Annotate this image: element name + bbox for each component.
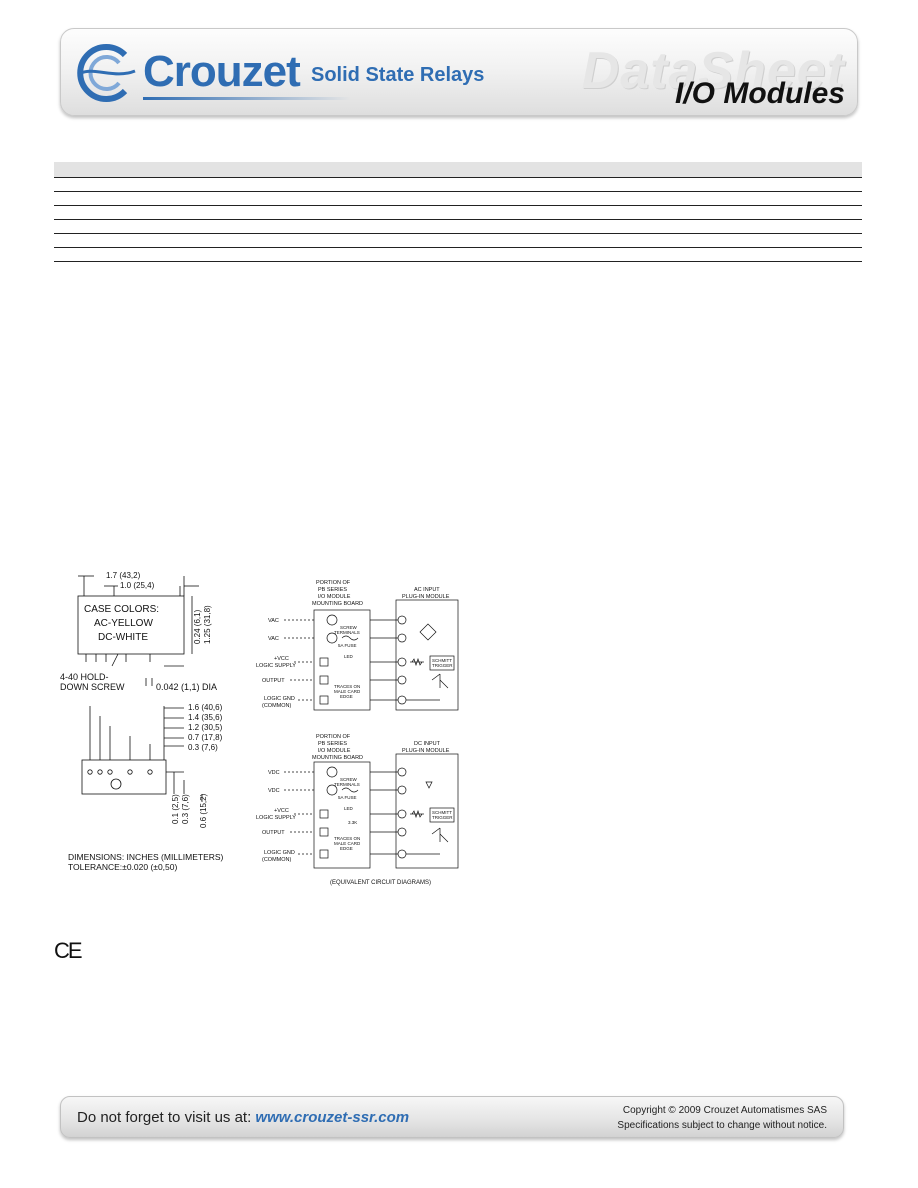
website-link[interactable]: www.crouzet-ssr.com [255, 1109, 410, 1126]
crouzet-logo-icon [77, 44, 136, 102]
board-label: PB SERIES [318, 587, 347, 593]
dim-label: 0.6 (15,2) [199, 793, 208, 828]
resistor-label: 3.3K [348, 820, 357, 825]
terminal-label: OUTPUT [262, 830, 285, 836]
brand-underline [143, 97, 351, 100]
module-label: DC INPUT [414, 741, 441, 747]
terminal-label: LOGIC SUPPLY [256, 663, 296, 669]
table-row [54, 248, 862, 262]
case-color-ac: AC-YELLOW [94, 618, 153, 629]
schmitt-label: SCHMITT [432, 810, 452, 815]
dim-label: 1.0 (25,4) [120, 581, 155, 590]
terminal-label: VDC [268, 770, 280, 776]
footer-visit-text: Do not forget to visit us at: [77, 1109, 256, 1126]
traces-label: EDGE [340, 846, 353, 851]
dim-label: 0.1 (2,5) [171, 794, 180, 824]
board-label: MOUNTING BOARD [312, 755, 363, 761]
datasheet-watermark: DataSheet [581, 42, 845, 100]
dim-label: 0.042 (1,1) DIA [156, 682, 217, 692]
schmitt-label: TRIGGER [432, 815, 453, 820]
ce-mark: CE [54, 938, 83, 963]
traces-label: MALE CARD [334, 841, 361, 846]
screw-label: TERMINALS [334, 630, 360, 635]
case-color-dc: DC-WHITE [98, 632, 148, 643]
screw-label: SCREW [340, 625, 358, 630]
dim-label: 1.25 (31,8) [203, 605, 212, 644]
page-title: I/O Modules [674, 77, 845, 110]
table-header-row [54, 162, 862, 178]
table-row [54, 178, 862, 192]
terminal-label: VAC [268, 636, 279, 642]
table-row [54, 192, 862, 206]
terminal-label: (COMMON) [262, 703, 291, 709]
terminal-label: VAC [268, 618, 279, 624]
brand-name: Crouzet [143, 47, 301, 96]
dimensions-note: DIMENSIONS: INCHES (MILLIMETERS) [68, 852, 224, 862]
terminal-label: VDC [268, 788, 280, 794]
dim-label: 1.6 (40,6) [188, 703, 223, 712]
tolerance-note: TOLERANCE:±0.020 (±0,50) [68, 862, 177, 872]
circuit-caption: (EQUIVALENT CIRCUIT DIAGRAMS) [330, 880, 431, 886]
ac-input-circuit-diagram: PORTION OF PB SERIES I/O MODULE MOUNTING… [256, 580, 459, 711]
screw-label: SCREW [340, 777, 358, 782]
screw-label: DOWN SCREW [60, 682, 125, 692]
module-label: PLUG-IN MODULE [402, 594, 450, 600]
led-label: LED [344, 654, 354, 659]
table-row [54, 234, 862, 248]
spec-table [54, 162, 862, 262]
copyright-text: Copyright © 2009 Crouzet Automatismes SA… [622, 1105, 827, 1116]
dim-label: 0.24 (6,1) [193, 609, 202, 644]
traces-label: MALE CARD [334, 689, 361, 694]
board-label: PORTION OF [316, 734, 351, 740]
header-banner: Crouzet Solid State Relays DataSheet I/O… [60, 28, 858, 116]
module-label: AC INPUT [414, 587, 440, 593]
module-label: PLUG-IN MODULE [402, 748, 450, 754]
footer-legal: Copyright © 2009 Crouzet Automatismes SA… [617, 1103, 827, 1133]
case-colors-label: CASE COLORS: [84, 604, 159, 615]
traces-label: EDGE [340, 694, 353, 699]
dc-input-circuit-diagram: PORTION OF PB SERIES I/O MODULE MOUNTING… [256, 734, 459, 886]
table-row [54, 220, 862, 234]
footer-banner: Do not forget to visit us at: www.crouze… [60, 1096, 844, 1138]
board-label: I/O MODULE [318, 748, 351, 754]
table-row [54, 206, 862, 220]
fuse-label: 5A FUSE [338, 643, 357, 648]
board-label: I/O MODULE [318, 594, 351, 600]
terminal-label: LOGIC GND [264, 850, 295, 856]
terminal-label: LOGIC GND [264, 696, 295, 702]
terminal-label: LOGIC SUPPLY [256, 815, 296, 821]
schmitt-label: TRIGGER [432, 663, 453, 668]
traces-label: TRACES ON [334, 836, 360, 841]
schmitt-label: SCHMITT [432, 658, 452, 663]
dim-label: 0.7 (17,8) [188, 733, 223, 742]
board-label: PB SERIES [318, 741, 347, 747]
fuse-label: 5A FUSE [338, 795, 357, 800]
terminal-label: +VCC [274, 808, 289, 814]
traces-label: TRACES ON [334, 684, 360, 689]
screw-label: 4-40 HOLD- [60, 672, 109, 682]
dim-label: 0.3 (7,6) [188, 743, 218, 752]
dim-label: 0.3 (7,6) [181, 794, 190, 824]
board-label: MOUNTING BOARD [312, 601, 363, 607]
dim-label: 1.4 (35,6) [188, 713, 223, 722]
notice-text: Specifications subject to change without… [617, 1120, 827, 1131]
terminal-label: OUTPUT [262, 678, 285, 684]
led-label: LED [344, 806, 354, 811]
product-line: Solid State Relays [311, 64, 485, 86]
footer-visit: Do not forget to visit us at: www.crouze… [77, 1109, 409, 1126]
board-label: PORTION OF [316, 580, 351, 586]
dimension-drawing: 1.7 (43,2) 1.0 (25,4) CASE COLORS: AC-YE… [60, 571, 224, 872]
terminal-label: +VCC [274, 656, 289, 662]
screw-label: TERMINALS [334, 782, 360, 787]
terminal-label: (COMMON) [262, 857, 291, 863]
dim-label: 1.2 (30,5) [188, 723, 223, 732]
dim-label: 1.7 (43,2) [106, 571, 141, 580]
